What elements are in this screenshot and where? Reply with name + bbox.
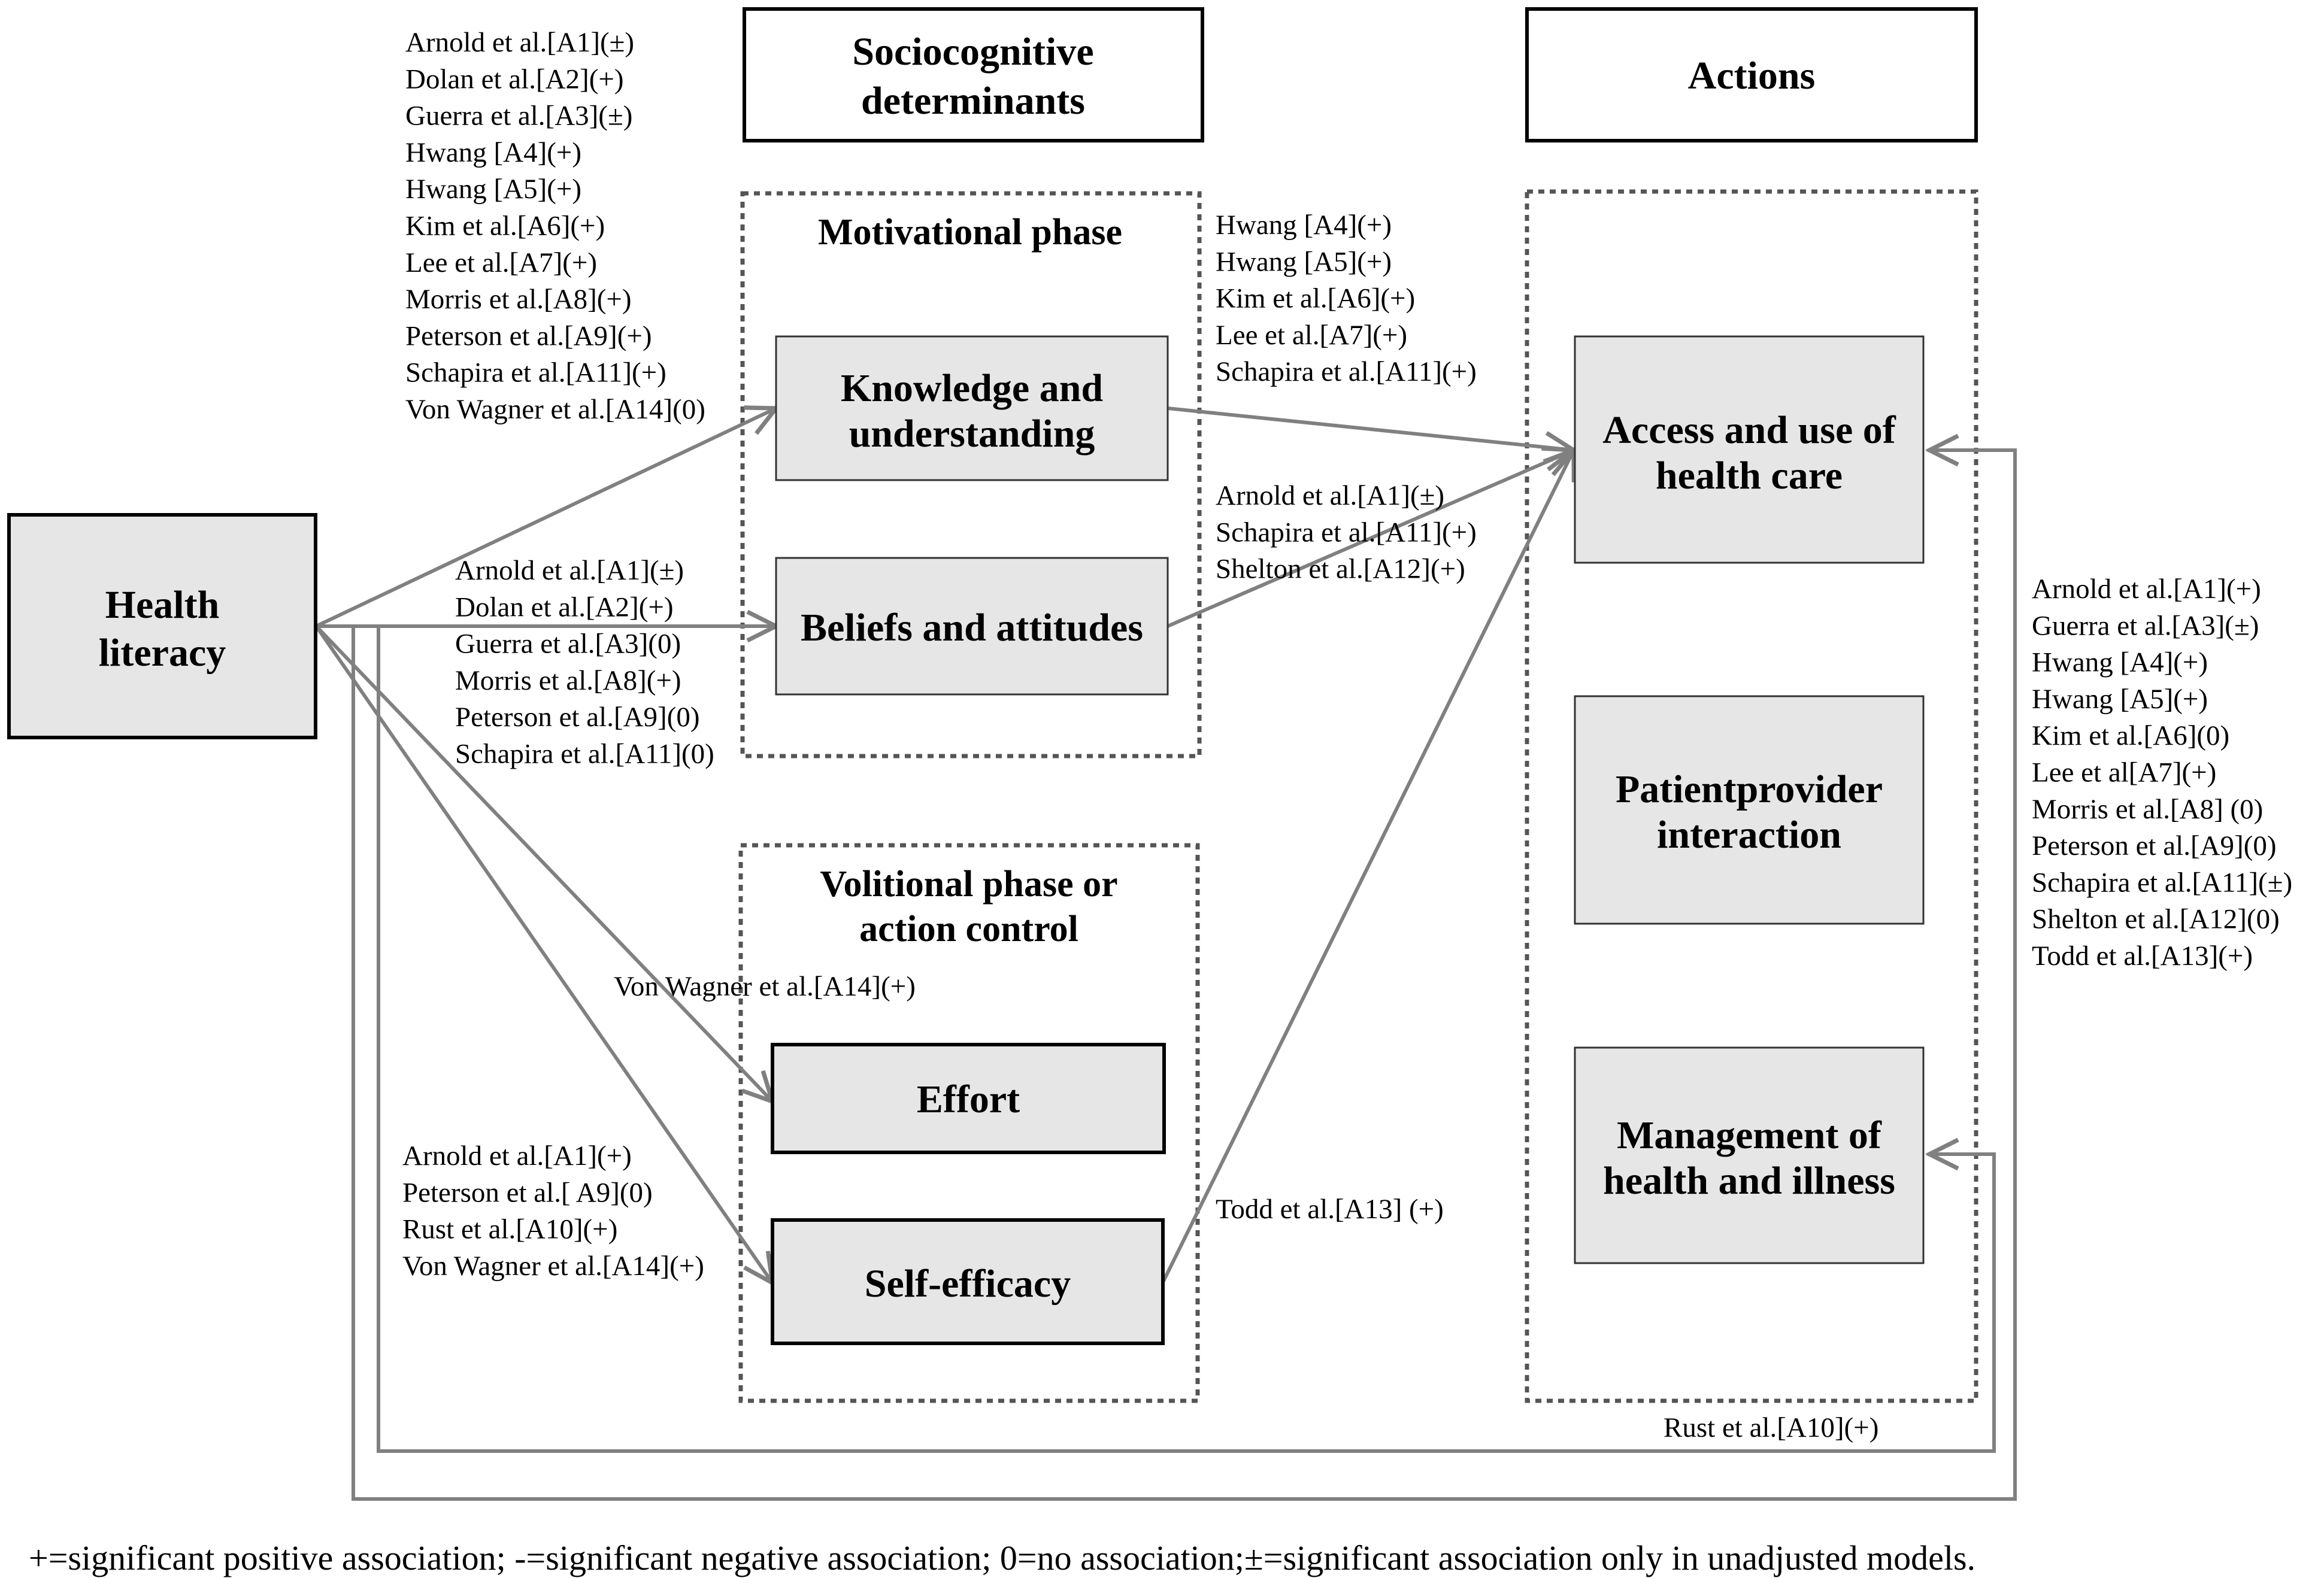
arrow-hl-to-management: [377, 626, 1996, 1453]
patient-provider-line1: Patientprovider: [1616, 767, 1883, 811]
citation-entry: Von Wagner et al.[A14](+): [402, 1251, 704, 1282]
citation-entry: Kim et al.[A6](0): [2032, 720, 2229, 751]
citation-entry: Shelton et al.[A12](+): [1216, 554, 1465, 585]
citation-entry: Arnold et al.[A1](+): [2032, 573, 2261, 605]
citation-entry: Rust et al.[A10](+): [402, 1214, 617, 1245]
citation-entry: Hwang [A5](+): [1216, 246, 1392, 277]
node-beliefs-attitudes: Beliefs and attitudes: [775, 557, 1169, 696]
citations-hl-to-self-efficacy: Arnold et al.[A1](+) Peterson et al.[ A9]…: [402, 1140, 704, 1282]
actions-header: Actions: [1525, 7, 1978, 142]
effort-label: Effort: [917, 1078, 1020, 1121]
volitional-phase-title-line1: Volitional phase or: [820, 864, 1117, 905]
citation-entry: Arnold et al.[A1](±): [405, 27, 634, 58]
citation-entry: Hwang [A5](+): [2032, 684, 2208, 715]
node-patient-provider-interaction: Patientprovider interaction: [1574, 695, 1925, 925]
sociocognitive-header: Sociocognitive determinants: [743, 7, 1204, 142]
management-line2: health and illness: [1603, 1159, 1895, 1203]
citation-entry: Lee et al[A7](+): [2032, 757, 2216, 788]
citations-hl-to-effort: Von Wagner et al.[A14](+): [614, 971, 916, 1002]
sociocognitive-header-line2: determinants: [861, 79, 1085, 123]
health-literacy-line1: Health: [105, 583, 220, 627]
citation-entry: Guerra et al.[A3](0): [455, 629, 681, 660]
knowledge-line1: Knowledge and: [841, 366, 1103, 410]
management-line1: Management of: [1617, 1113, 1882, 1157]
citation-entry: Kim et al.[A6](+): [1216, 283, 1415, 314]
patient-provider-line2: interaction: [1657, 813, 1841, 857]
citation-entry: Peterson et al.[A9](0): [2032, 830, 2277, 861]
citation-entry: Schapira et al.[A11](+): [405, 357, 666, 389]
node-knowledge-understanding: Knowledge and understanding: [775, 335, 1169, 481]
footnote: +=significant positive association; -=si…: [29, 1538, 1975, 1577]
self-efficacy-label: Self-efficacy: [865, 1262, 1071, 1306]
arrow-knowledge-to-access: [1167, 406, 1574, 450]
citation-entry: Hwang [A4](+): [2032, 647, 2208, 678]
citations-knowledge-to-access: Hwang [A4](+) Hwang [A5](+) Kim et al.[A6]…: [1216, 210, 1477, 387]
sociocognitive-header-line1: Sociocognitive: [852, 30, 1093, 74]
node-access-use-health-care: Access and use of health care: [1574, 335, 1925, 564]
node-health-literacy: Health literacy: [7, 513, 317, 739]
health-literacy-line2: literacy: [99, 631, 226, 675]
citation-entry: Morris et al.[A8](+): [455, 665, 681, 696]
volitional-phase-title-line2: action control: [859, 909, 1078, 949]
citation-entry: Dolan et al.[A2](+): [455, 591, 674, 623]
citation-entry: Arnold et al.[A1](+): [402, 1140, 632, 1172]
citation-entry: Lee et al.[A7](+): [405, 247, 597, 278]
citations-beliefs-to-access: Arnold et al.[A1](±) Schapira et al.[A11]…: [1216, 480, 1477, 585]
arrow-hl-to-access-direct: [352, 450, 2017, 1501]
arrow-hl-to-knowledge: [315, 408, 776, 628]
access-line2: health care: [1656, 454, 1843, 497]
citation-entry: Schapira et al.[A11](±): [2032, 867, 2292, 898]
beliefs-label: Beliefs and attitudes: [801, 606, 1143, 650]
arrows: [314, 406, 2017, 1501]
citation-entry: Schapira et al.[A11](+): [1216, 356, 1477, 387]
citation-entry: Hwang [A4](+): [1216, 210, 1392, 241]
citations-hl-to-knowledge: Arnold et al.[A1](±) Dolan et al.[A2](+) G…: [405, 27, 705, 425]
volitional-phase-container: [738, 843, 1200, 1403]
node-management-health-illness: Management of health and illness: [1574, 1046, 1925, 1264]
citations-hl-to-access-direct: Arnold et al.[A1](+) Guerra et al.[A3](±)…: [2032, 573, 2292, 972]
arrow-hl-to-effort: [314, 624, 772, 1101]
citation-entry: Todd et al.[A13] (+): [1216, 1194, 1444, 1225]
citation-entry: Rust et al.[A10](+): [1664, 1412, 1878, 1443]
node-self-efficacy: Self-efficacy: [771, 1218, 1165, 1345]
citation-entry: Peterson et al.[A9](+): [405, 320, 652, 351]
citation-entry: Guerra et al.[A3](±): [2032, 610, 2259, 641]
knowledge-line2: understanding: [849, 412, 1095, 456]
citation-entry: Shelton et al.[A12](0): [2032, 904, 2280, 935]
node-effort: Effort: [771, 1043, 1166, 1154]
citations-self-efficacy-to-access: Todd et al.[A13] (+): [1216, 1194, 1444, 1225]
citation-entry: Arnold et al.[A1](±): [455, 555, 684, 586]
motivational-phase-container: [740, 191, 1202, 758]
citation-entry: Von Wagner et al.[A14](+): [614, 971, 916, 1002]
actions-container: [1525, 189, 1978, 1403]
citation-entry: Morris et al.[A8] (0): [2032, 794, 2263, 825]
citation-entry: Kim et al.[A6](+): [405, 211, 605, 242]
citation-entry: Lee et al.[A7](+): [1216, 320, 1407, 351]
arrow-hl-to-self-efficacy: [314, 625, 772, 1283]
citation-entry: Von Wagner et al.[A14](0): [405, 394, 705, 425]
citation-entry: Todd et al.[A13](+): [2032, 940, 2253, 972]
citation-entry: Schapira et al.[A11](+): [1216, 517, 1477, 548]
citation-entry: Hwang [A4](+): [405, 137, 581, 168]
citation-entry: Morris et al.[A8](+): [405, 284, 632, 315]
citation-entry: Dolan et al.[A2](+): [405, 63, 624, 95]
motivational-phase-title: Motivational phase: [818, 212, 1122, 253]
access-line1: Access and use of: [1602, 408, 1896, 452]
citation-entry: Hwang [A5](+): [405, 174, 581, 205]
arrow-beliefs-to-access: [1166, 450, 1574, 628]
citations-hl-to-management: Rust et al.[A10](+): [1664, 1412, 1878, 1443]
actions-header-label: Actions: [1688, 54, 1816, 98]
arrow-self-efficacy-to-access: [1162, 450, 1574, 1282]
citations-hl-to-beliefs: Arnold et al.[A1](±) Dolan et al.[A2](+) G…: [455, 555, 714, 770]
citation-entry: Schapira et al.[A11](0): [455, 739, 714, 770]
citation-entry: Peterson et al.[ A9](0): [402, 1177, 653, 1208]
citation-entry: Peterson et al.[A9](0): [455, 702, 700, 733]
citation-entry: Guerra et al.[A3](±): [405, 101, 632, 132]
citation-entry: Arnold et al.[A1](±): [1216, 480, 1444, 511]
